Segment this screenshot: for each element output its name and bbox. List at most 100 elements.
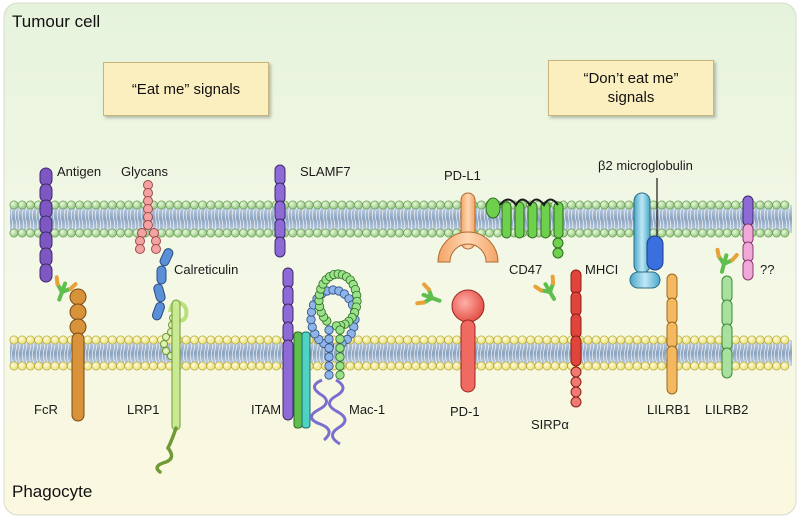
lipid-head bbox=[362, 200, 372, 210]
lipid-head bbox=[17, 228, 27, 238]
glycans-label: Glycans bbox=[121, 164, 168, 179]
lipid-head bbox=[132, 200, 142, 210]
lipid-head bbox=[91, 361, 101, 371]
lipid-head bbox=[75, 200, 85, 210]
lipid-head bbox=[624, 335, 634, 345]
lipid-head bbox=[222, 335, 232, 345]
lipid-head bbox=[731, 228, 741, 238]
lipid-head bbox=[599, 335, 609, 345]
lipid-head bbox=[198, 361, 208, 371]
lipid-head bbox=[755, 361, 765, 371]
lipid-head bbox=[476, 361, 486, 371]
lipid-head bbox=[116, 200, 126, 210]
lipid-head bbox=[542, 335, 552, 345]
lipid-head bbox=[99, 361, 109, 371]
lipid-head bbox=[353, 361, 363, 371]
lipid-head bbox=[17, 200, 27, 210]
lipid-head bbox=[247, 200, 257, 210]
lipid-head bbox=[17, 335, 27, 345]
lipid-head bbox=[772, 200, 782, 210]
lipid-head bbox=[9, 335, 19, 345]
lipid-head bbox=[378, 228, 388, 238]
lipid-head bbox=[624, 361, 634, 371]
lilrb1-label: LILRB1 bbox=[647, 402, 691, 417]
lipid-head bbox=[255, 335, 265, 345]
lipid-head bbox=[657, 335, 667, 345]
lipid-head bbox=[312, 361, 322, 371]
sirp-alpha bbox=[570, 269, 582, 408]
lipid-head bbox=[755, 200, 765, 210]
lipid-head bbox=[362, 228, 372, 238]
lipid-head bbox=[378, 200, 388, 210]
lipid-head bbox=[296, 228, 306, 238]
slamf7-label: SLAMF7 bbox=[300, 164, 351, 179]
lipid-head bbox=[476, 200, 486, 210]
lilrb1 bbox=[666, 273, 678, 395]
antibody-icon bbox=[415, 282, 442, 306]
lipid-head bbox=[714, 200, 724, 210]
lipid-head bbox=[370, 228, 380, 238]
lipid-head bbox=[189, 361, 199, 371]
lipid-head bbox=[444, 335, 454, 345]
lipid-head bbox=[91, 200, 101, 210]
lipid-head bbox=[214, 335, 224, 345]
lipid-head bbox=[731, 361, 741, 371]
lipid-head bbox=[345, 228, 355, 238]
lipid-head bbox=[690, 228, 700, 238]
lipid-head bbox=[42, 335, 52, 345]
lipid-head bbox=[329, 228, 339, 238]
lipid-head bbox=[599, 228, 609, 238]
lipid-head bbox=[107, 200, 117, 210]
lipid-head bbox=[435, 200, 445, 210]
lipid-head bbox=[493, 361, 503, 371]
lipid-head bbox=[263, 335, 273, 345]
lipid-head bbox=[91, 335, 101, 345]
lipid-head bbox=[419, 361, 429, 371]
lipid-head bbox=[485, 361, 495, 371]
lipid-head bbox=[312, 200, 322, 210]
mac-1-bead bbox=[324, 370, 334, 380]
lipid-head bbox=[509, 361, 519, 371]
lipid-head bbox=[83, 361, 93, 371]
lipid-head bbox=[763, 228, 773, 238]
lipid-head bbox=[665, 228, 675, 238]
lipid-head bbox=[452, 200, 462, 210]
lipid-head bbox=[255, 361, 265, 371]
lipid-head bbox=[599, 361, 609, 371]
lipid-head bbox=[181, 335, 191, 345]
lipid-head bbox=[296, 200, 306, 210]
lipid-head bbox=[34, 335, 44, 345]
lipid-head bbox=[673, 228, 683, 238]
lipid-head bbox=[189, 335, 199, 345]
lipid-head bbox=[731, 335, 741, 345]
lipid-head bbox=[452, 335, 462, 345]
lipid-head bbox=[706, 200, 716, 210]
lipid-head bbox=[640, 361, 650, 371]
lipid-head bbox=[706, 335, 716, 345]
b2-microglobulin-label: β2 microglobulin bbox=[598, 158, 693, 173]
sirpa-label: SIRPα bbox=[531, 417, 569, 432]
lipid-head bbox=[329, 200, 339, 210]
lipid-head bbox=[222, 200, 232, 210]
lipid-head bbox=[657, 361, 667, 371]
cell-background bbox=[3, 2, 797, 516]
lipid-head bbox=[99, 200, 109, 210]
lipid-head bbox=[509, 335, 519, 345]
lipid-head bbox=[214, 228, 224, 238]
lipid-head bbox=[370, 200, 380, 210]
lipid-head bbox=[550, 335, 560, 345]
lipid-head bbox=[714, 228, 724, 238]
lipid-head bbox=[747, 335, 757, 345]
lipid-head bbox=[124, 228, 134, 238]
lipid-head bbox=[517, 361, 527, 371]
lipid-head bbox=[681, 200, 691, 210]
lipid-head bbox=[485, 335, 495, 345]
lipid-head bbox=[263, 361, 273, 371]
lipid-head bbox=[83, 228, 93, 238]
mac-1-bead bbox=[335, 325, 345, 335]
lipid-head bbox=[706, 361, 716, 371]
mac-1-bead bbox=[306, 314, 316, 325]
lipid-head bbox=[493, 335, 503, 345]
lipid-head bbox=[165, 228, 175, 238]
lipid-head bbox=[91, 228, 101, 238]
